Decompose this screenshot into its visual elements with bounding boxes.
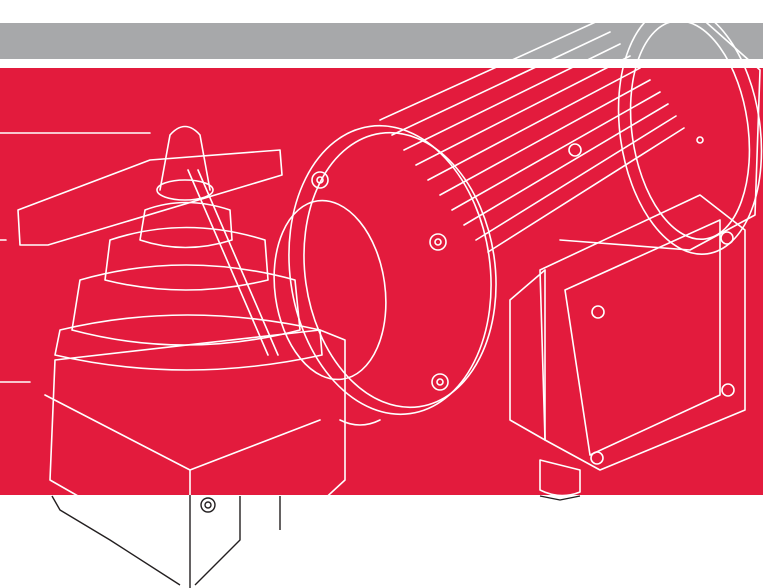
terminal-box (509, 194, 746, 497)
motor-flange (273, 124, 497, 426)
callout-lines (0, 132, 151, 383)
motor-housing (379, 5, 763, 255)
gearbox-base-lower (51, 495, 581, 588)
red-background-panel (0, 68, 763, 495)
gearbox-base (44, 329, 346, 561)
gray-header-band (0, 23, 763, 59)
gearbox-stack (17, 125, 323, 371)
